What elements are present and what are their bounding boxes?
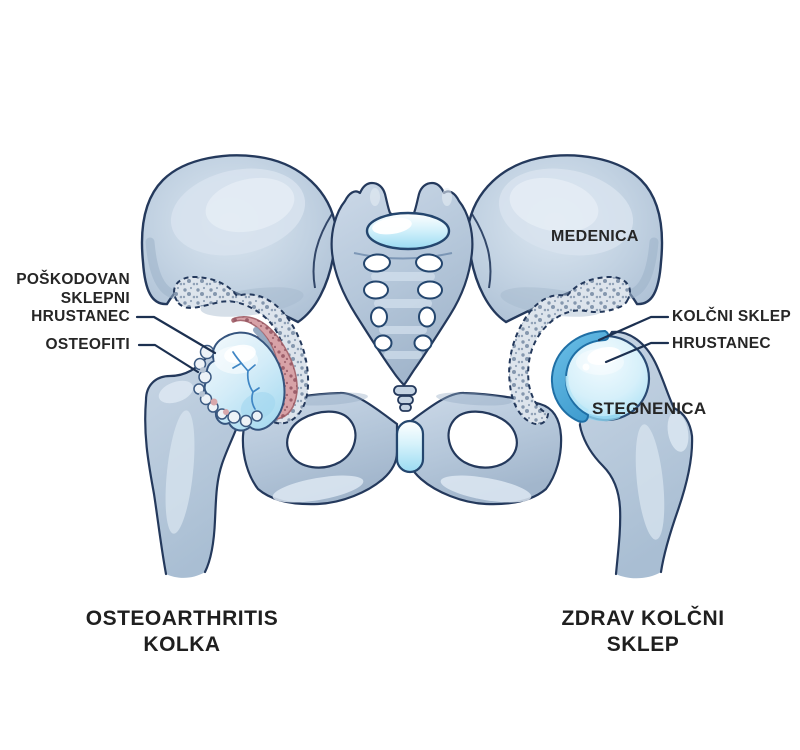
healthy-joint <box>508 275 651 426</box>
healthy-cartilage-cap <box>550 329 610 423</box>
pubic-symphysis <box>395 419 425 474</box>
label-cartilage: HRUSTANEC <box>672 335 771 352</box>
leader-cartilage <box>604 341 670 364</box>
label-pelvis: MEDENICA <box>551 228 639 245</box>
osteoarthritic-joint <box>173 275 310 432</box>
label-osteophytes: OSTEOFITI <box>45 336 130 353</box>
leader-hip-joint <box>597 315 670 342</box>
coccyx <box>393 385 417 412</box>
caption-osteoarthritis: OSTEOARTHRITIS KOLKA <box>85 607 279 656</box>
leader-lines <box>135 315 670 374</box>
osteophyte-lumps <box>193 344 263 428</box>
label-damaged-cartilage: POŠKODOVAN SKLEPNI HRUSTANEC <box>16 271 130 325</box>
sacral-foramina <box>363 253 443 352</box>
intervertebral-disc <box>365 211 451 251</box>
pubic-ring-right <box>405 391 563 506</box>
leader-osteophytes <box>137 343 200 374</box>
label-hip-joint: KOLČNI SKLEP <box>672 308 791 325</box>
leader-damaged-cartilage <box>135 315 217 355</box>
cartilage-cracks <box>232 351 260 410</box>
caption-healthy-hip: ZDRAV KOLČNI SKLEP <box>561 607 725 656</box>
label-femur: STEGNENICA <box>592 399 707 418</box>
